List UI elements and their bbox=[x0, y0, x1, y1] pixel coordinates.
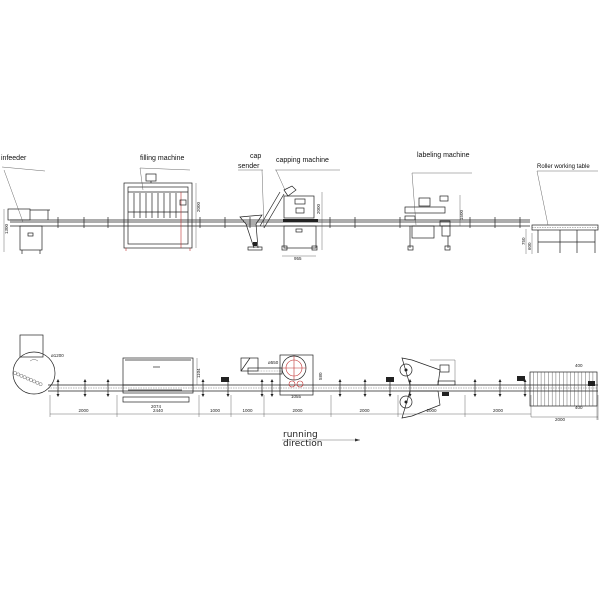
bottle bbox=[25, 376, 30, 381]
bottle bbox=[16, 372, 21, 377]
cap-sender bbox=[238, 169, 285, 251]
guide-arrow-icon bbox=[56, 379, 60, 382]
cap-sender-label-2: sender bbox=[238, 163, 260, 170]
guide-arrow-icon bbox=[498, 394, 502, 397]
filling-machine-plan bbox=[122, 357, 198, 403]
bottle bbox=[22, 375, 27, 380]
capping-height-dim: 2000 bbox=[316, 203, 321, 214]
bottle bbox=[29, 378, 33, 382]
filling-machine-label: filling machine bbox=[140, 155, 184, 162]
guide-arrow-icon bbox=[473, 394, 477, 397]
bottle bbox=[32, 379, 37, 384]
labeling-machine-plan bbox=[386, 357, 456, 419]
guide-arrow-icon bbox=[473, 379, 477, 382]
guide-arrow-icon bbox=[106, 394, 110, 397]
guide-arrow-icon bbox=[56, 394, 60, 397]
guide-arrow-icon bbox=[201, 394, 205, 397]
guide-arrow-icon bbox=[270, 379, 274, 382]
labeling-machine bbox=[404, 172, 472, 251]
infeeder-machine bbox=[1, 166, 50, 254]
capping-machine bbox=[275, 169, 340, 257]
labeling-machine-label: labeling machine bbox=[417, 152, 470, 159]
capping-machine-plan bbox=[221, 354, 314, 396]
filling-width-dim: 2074 bbox=[151, 404, 162, 409]
filling-machine bbox=[123, 167, 197, 251]
guide-arrow-icon bbox=[363, 394, 367, 397]
guide-arrow-icon bbox=[106, 379, 110, 382]
table-width-dim: 600 bbox=[527, 242, 532, 250]
guide-arrow-icon bbox=[523, 394, 527, 397]
roller-table-plan bbox=[517, 371, 598, 420]
bottle bbox=[38, 382, 43, 387]
table-length-dim: 2000 bbox=[555, 417, 566, 422]
guide-arrow-icon bbox=[270, 394, 274, 397]
segment-length-dim: 2000 bbox=[427, 408, 438, 413]
segment-length-dim: 2440 bbox=[153, 408, 164, 413]
plan-conveyor bbox=[48, 379, 598, 397]
segment-length-dim: 2000 bbox=[79, 408, 90, 413]
segment-length-dim: 1000 bbox=[210, 408, 221, 413]
infeeder-height-dim: 1300 bbox=[4, 223, 9, 234]
capping-machine-label: capping machine bbox=[276, 157, 329, 164]
guide-arrow-icon bbox=[388, 394, 392, 397]
guide-arrow-icon bbox=[83, 394, 87, 397]
cap-sender-label-1: cap bbox=[250, 153, 261, 160]
capping-width-dim: 955 bbox=[294, 256, 302, 261]
segment-dimensions: 2000 2440 1000 1000 2000 2000 2000 2000 bbox=[49, 395, 599, 420]
guide-arrow-icon bbox=[338, 379, 342, 382]
bottle bbox=[13, 371, 17, 375]
plan-view: ø1200 1104 2074 ø550 1055 bbox=[12, 334, 599, 422]
elevation-view: infeeder 1300 filling machine 2000 bbox=[1, 152, 599, 261]
bottle bbox=[19, 373, 24, 378]
bottle bbox=[35, 380, 40, 385]
infeeder-diameter-dim: ø1200 bbox=[51, 353, 64, 358]
table-width-bottom-dim: 400 bbox=[575, 405, 583, 410]
segment-length-dim: 2000 bbox=[293, 408, 304, 413]
guide-arrow-icon bbox=[201, 379, 205, 382]
table-width-top-dim: 400 bbox=[575, 363, 583, 368]
filling-depth-dim: 1104 bbox=[196, 368, 201, 378]
roller-table-label: Roller working table bbox=[537, 164, 590, 170]
segment-length-dim: 1000 bbox=[243, 408, 254, 413]
roller-working-table bbox=[525, 170, 599, 254]
guide-arrow-icon bbox=[260, 379, 264, 382]
direction-arrow-icon bbox=[355, 438, 360, 442]
guide-arrow-icon bbox=[226, 394, 230, 397]
labeling-height-dim: 1500 bbox=[459, 209, 464, 220]
direction-label-1: running bbox=[283, 430, 318, 440]
guide-arrow-icon bbox=[260, 394, 264, 397]
segment-length-dim: 2000 bbox=[493, 408, 504, 413]
guide-arrow-icon bbox=[498, 379, 502, 382]
guide-arrow-icon bbox=[363, 379, 367, 382]
capping-width-dim-plan: 1055 bbox=[291, 394, 302, 399]
infeeder-turntable bbox=[12, 334, 56, 395]
cap-diameter-dim: ø550 bbox=[268, 360, 279, 365]
capping-depth-dim: 580 bbox=[318, 372, 323, 380]
infeeder-label: infeeder bbox=[1, 155, 27, 162]
elevation-conveyor bbox=[10, 217, 530, 228]
guide-arrow-icon bbox=[83, 379, 87, 382]
running-direction: running direction bbox=[282, 430, 360, 449]
table-height-dim: 750 bbox=[521, 237, 526, 245]
guide-arrow-icon bbox=[338, 394, 342, 397]
segment-length-dim: 2000 bbox=[360, 408, 371, 413]
filling-height-dim: 2000 bbox=[196, 201, 201, 212]
direction-label-2: direction bbox=[283, 439, 322, 449]
